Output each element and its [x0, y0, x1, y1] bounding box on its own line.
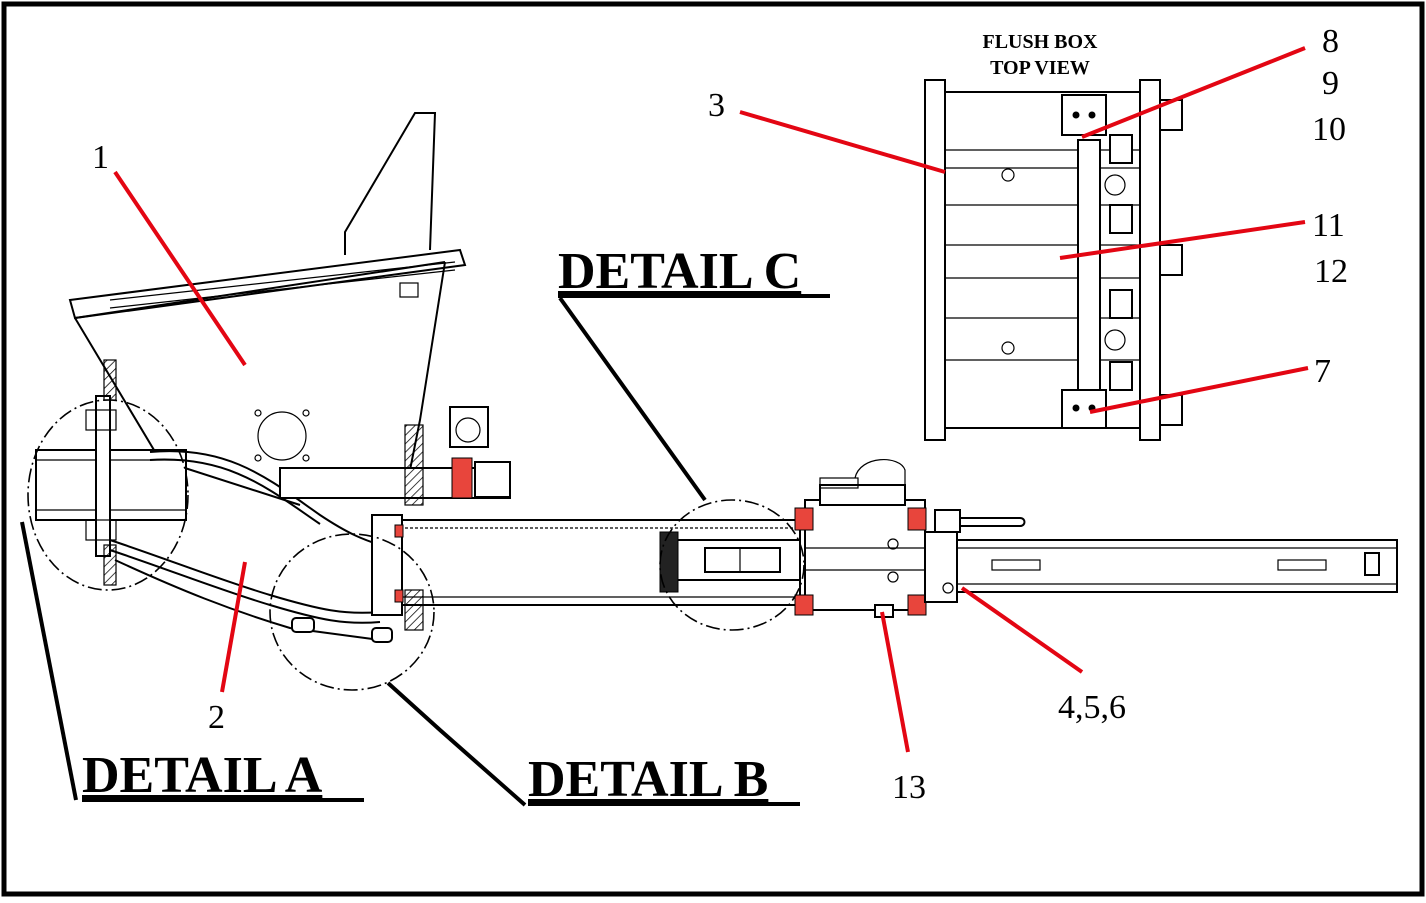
leader-7 [1089, 366, 1309, 414]
detail-c-leader [558, 296, 707, 502]
detail-a-circle [27, 399, 189, 591]
callout-12: 12 [1314, 253, 1348, 290]
callout-9: 9 [1322, 65, 1339, 102]
detail-a-leader [20, 521, 78, 801]
callout-13: 13 [892, 769, 926, 806]
barrel [279, 406, 801, 631]
transfer-tube [35, 359, 393, 643]
flush-box-top-view: FLUSH BOX TOP VIEW [924, 31, 1183, 441]
flush-box-subtitle: TOP VIEW [990, 57, 1090, 79]
callout-1: 1 [92, 139, 109, 176]
leader-3 [739, 110, 946, 174]
detail-c-circle [659, 499, 805, 631]
detail-b-circle [269, 533, 435, 691]
detail-b-label: DETAIL B [528, 751, 768, 808]
leader-8 [1081, 46, 1306, 139]
detail-c-label: DETAIL C [558, 243, 801, 300]
leader-2 [220, 561, 247, 693]
callout-3: 3 [708, 87, 725, 124]
leader-13 [880, 611, 910, 753]
leader-11 [1059, 220, 1306, 260]
detail-b-leader [386, 681, 527, 807]
leader-1 [113, 170, 247, 367]
detail-a-label: DETAIL A [82, 747, 323, 804]
callout-2: 2 [208, 699, 225, 736]
callout-10: 10 [1312, 111, 1346, 148]
flush-box-title: FLUSH BOX [982, 31, 1098, 53]
callout-8: 8 [1322, 23, 1339, 60]
callout-4-5-6: 4,5,6 [1058, 689, 1126, 726]
hopper [68, 112, 467, 506]
flush-box-assembly [794, 458, 1398, 618]
callout-11: 11 [1312, 207, 1345, 244]
callout-7: 7 [1314, 353, 1331, 390]
leader-456 [960, 586, 1084, 674]
